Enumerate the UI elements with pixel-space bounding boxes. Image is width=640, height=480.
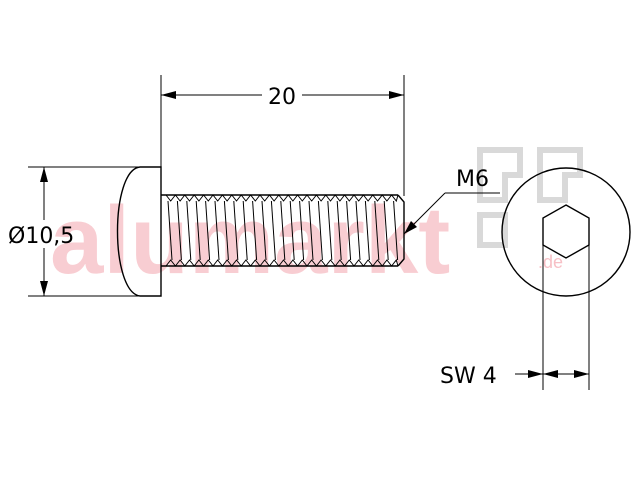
thread-line [167,200,173,261]
end-view [501,167,631,297]
thread-line [299,200,305,261]
length-dimension: 20 [160,75,405,196]
thread-line [355,200,361,261]
wrench-size-dimension: SW 4 [440,232,590,390]
thread-line [205,200,211,261]
thread-line [195,200,201,261]
thread-line [289,200,295,261]
screw-thread [161,194,405,267]
thread-line [364,200,370,261]
watermark-suffix: .de [538,252,563,272]
thread-line [261,200,267,261]
thread-label: M6 [456,167,489,192]
thread-line [374,200,380,261]
thread-line [186,200,192,261]
length-label: 20 [268,85,296,110]
thread-line [393,200,399,261]
thread-line [176,200,182,261]
watermark-text: alumarkt [50,187,450,294]
thread-line [214,200,220,261]
thread-line [270,200,276,261]
thread-line [383,200,389,261]
diameter-dimension: Ø10,5 [8,166,161,297]
thread-line [233,200,239,261]
thread-line [252,200,258,261]
thread-line [223,200,229,261]
thread-line [327,200,333,261]
wrench-size-label: SW 4 [440,364,497,389]
thread-line [346,200,352,261]
diameter-label: Ø10,5 [8,224,74,249]
thread-line [308,200,314,261]
thread-line [242,200,248,261]
thread-line [317,200,323,261]
thread-callout: M6 [403,167,500,235]
thread-line [336,200,342,261]
logo-mark [477,147,583,248]
thread-line [280,200,286,261]
